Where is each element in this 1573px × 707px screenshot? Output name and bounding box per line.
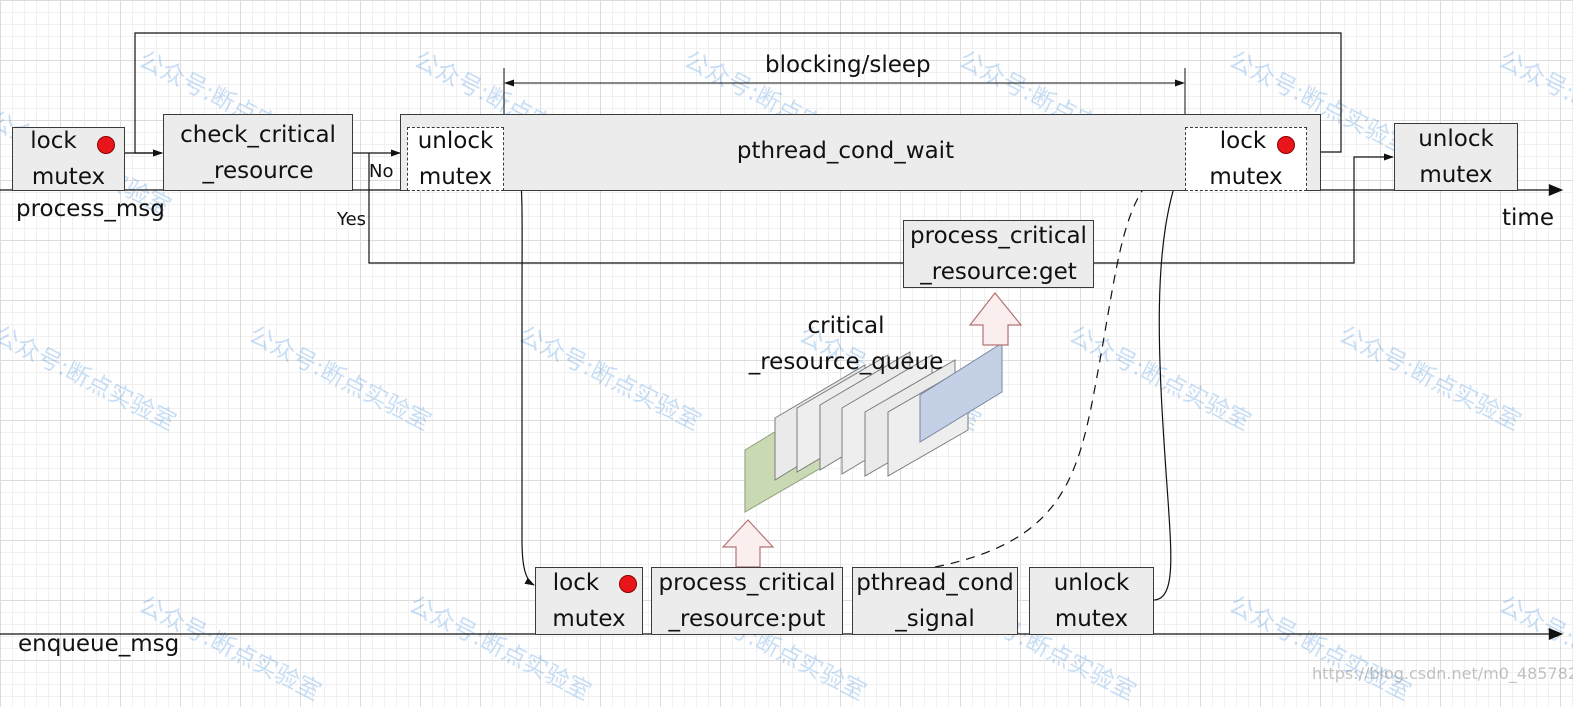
queue-label: critical _resource_queue xyxy=(746,308,946,380)
yes-label: Yes xyxy=(337,209,367,230)
cond-wait-box: pthread_cond_wait xyxy=(400,114,1321,191)
cond-signal-box: pthread_cond _signal xyxy=(852,567,1018,635)
unlock-to-lock-curve xyxy=(502,149,535,586)
no-label: No xyxy=(369,161,394,182)
box-line: lock xyxy=(1219,128,1267,154)
box-line: unlock xyxy=(1053,570,1130,596)
get-hollow-arrow xyxy=(968,292,1023,346)
put-hollow-arrow xyxy=(721,519,775,568)
box-line: mutex xyxy=(552,606,626,632)
queue-label-line: critical xyxy=(807,313,885,339)
box-line: _resource:get xyxy=(920,259,1077,285)
box-line: mutex xyxy=(418,164,493,190)
box-line: pthread_cond xyxy=(856,570,1014,596)
watermark-url: https://blog.csdn.net/m0_48578207 xyxy=(1312,664,1573,683)
check-critical-resource-box: check_critical _resource xyxy=(163,114,353,191)
queue-item-blue xyxy=(919,342,1003,443)
box-line: mutex xyxy=(1054,606,1129,632)
box-line: _signal xyxy=(895,606,975,632)
box-line: check_critical xyxy=(180,121,336,148)
enqueue-msg-label: enqueue_msg xyxy=(18,631,180,657)
enqueue-unlock-mutex-box: unlock mutex xyxy=(1029,567,1154,635)
box-line: mutex xyxy=(31,164,106,190)
box-line: lock xyxy=(30,128,77,154)
box-line: mutex xyxy=(1419,162,1493,188)
unlock-mutex-end-box: unlock mutex xyxy=(1394,123,1518,191)
mutex-dot-icon xyxy=(97,136,115,154)
box-line: _resource xyxy=(202,157,314,184)
box-line: process_critical xyxy=(658,570,836,596)
yes-branch-line xyxy=(368,153,903,264)
mutex-dot-icon xyxy=(1277,136,1295,154)
process-get-box: process_critical _resource:get xyxy=(903,220,1094,288)
box-line: unlock xyxy=(1418,126,1494,152)
box-line: lock xyxy=(552,570,600,596)
box-line: _resource:put xyxy=(668,606,826,632)
process-msg-label: process_msg xyxy=(16,196,165,222)
process-put-box: process_critical _resource:put xyxy=(651,567,843,635)
enqueue-lock-mutex-box: lock mutex xyxy=(535,567,643,635)
unlock-mutex-dashed-box: unlock mutex xyxy=(407,127,504,191)
signal-wake-curve xyxy=(934,158,1184,568)
mutex-dot-icon xyxy=(619,575,637,593)
cond-wait-label: pthread_cond_wait xyxy=(736,137,955,164)
get-to-unlock-arrow xyxy=(1094,153,1394,264)
box-line: unlock xyxy=(417,128,494,154)
lock-mutex-dashed-box: lock mutex xyxy=(1185,127,1307,191)
blocking-sleep-label: blocking/sleep xyxy=(765,52,931,78)
box-line: process_critical xyxy=(910,223,1087,249)
queue-label-line: _resource_queue xyxy=(748,349,944,375)
unlock-to-lock-dashed-curve xyxy=(1152,161,1184,601)
box-line: mutex xyxy=(1209,164,1283,190)
time-label: time xyxy=(1502,205,1554,231)
process-lock-mutex-box: lock mutex xyxy=(12,127,125,191)
